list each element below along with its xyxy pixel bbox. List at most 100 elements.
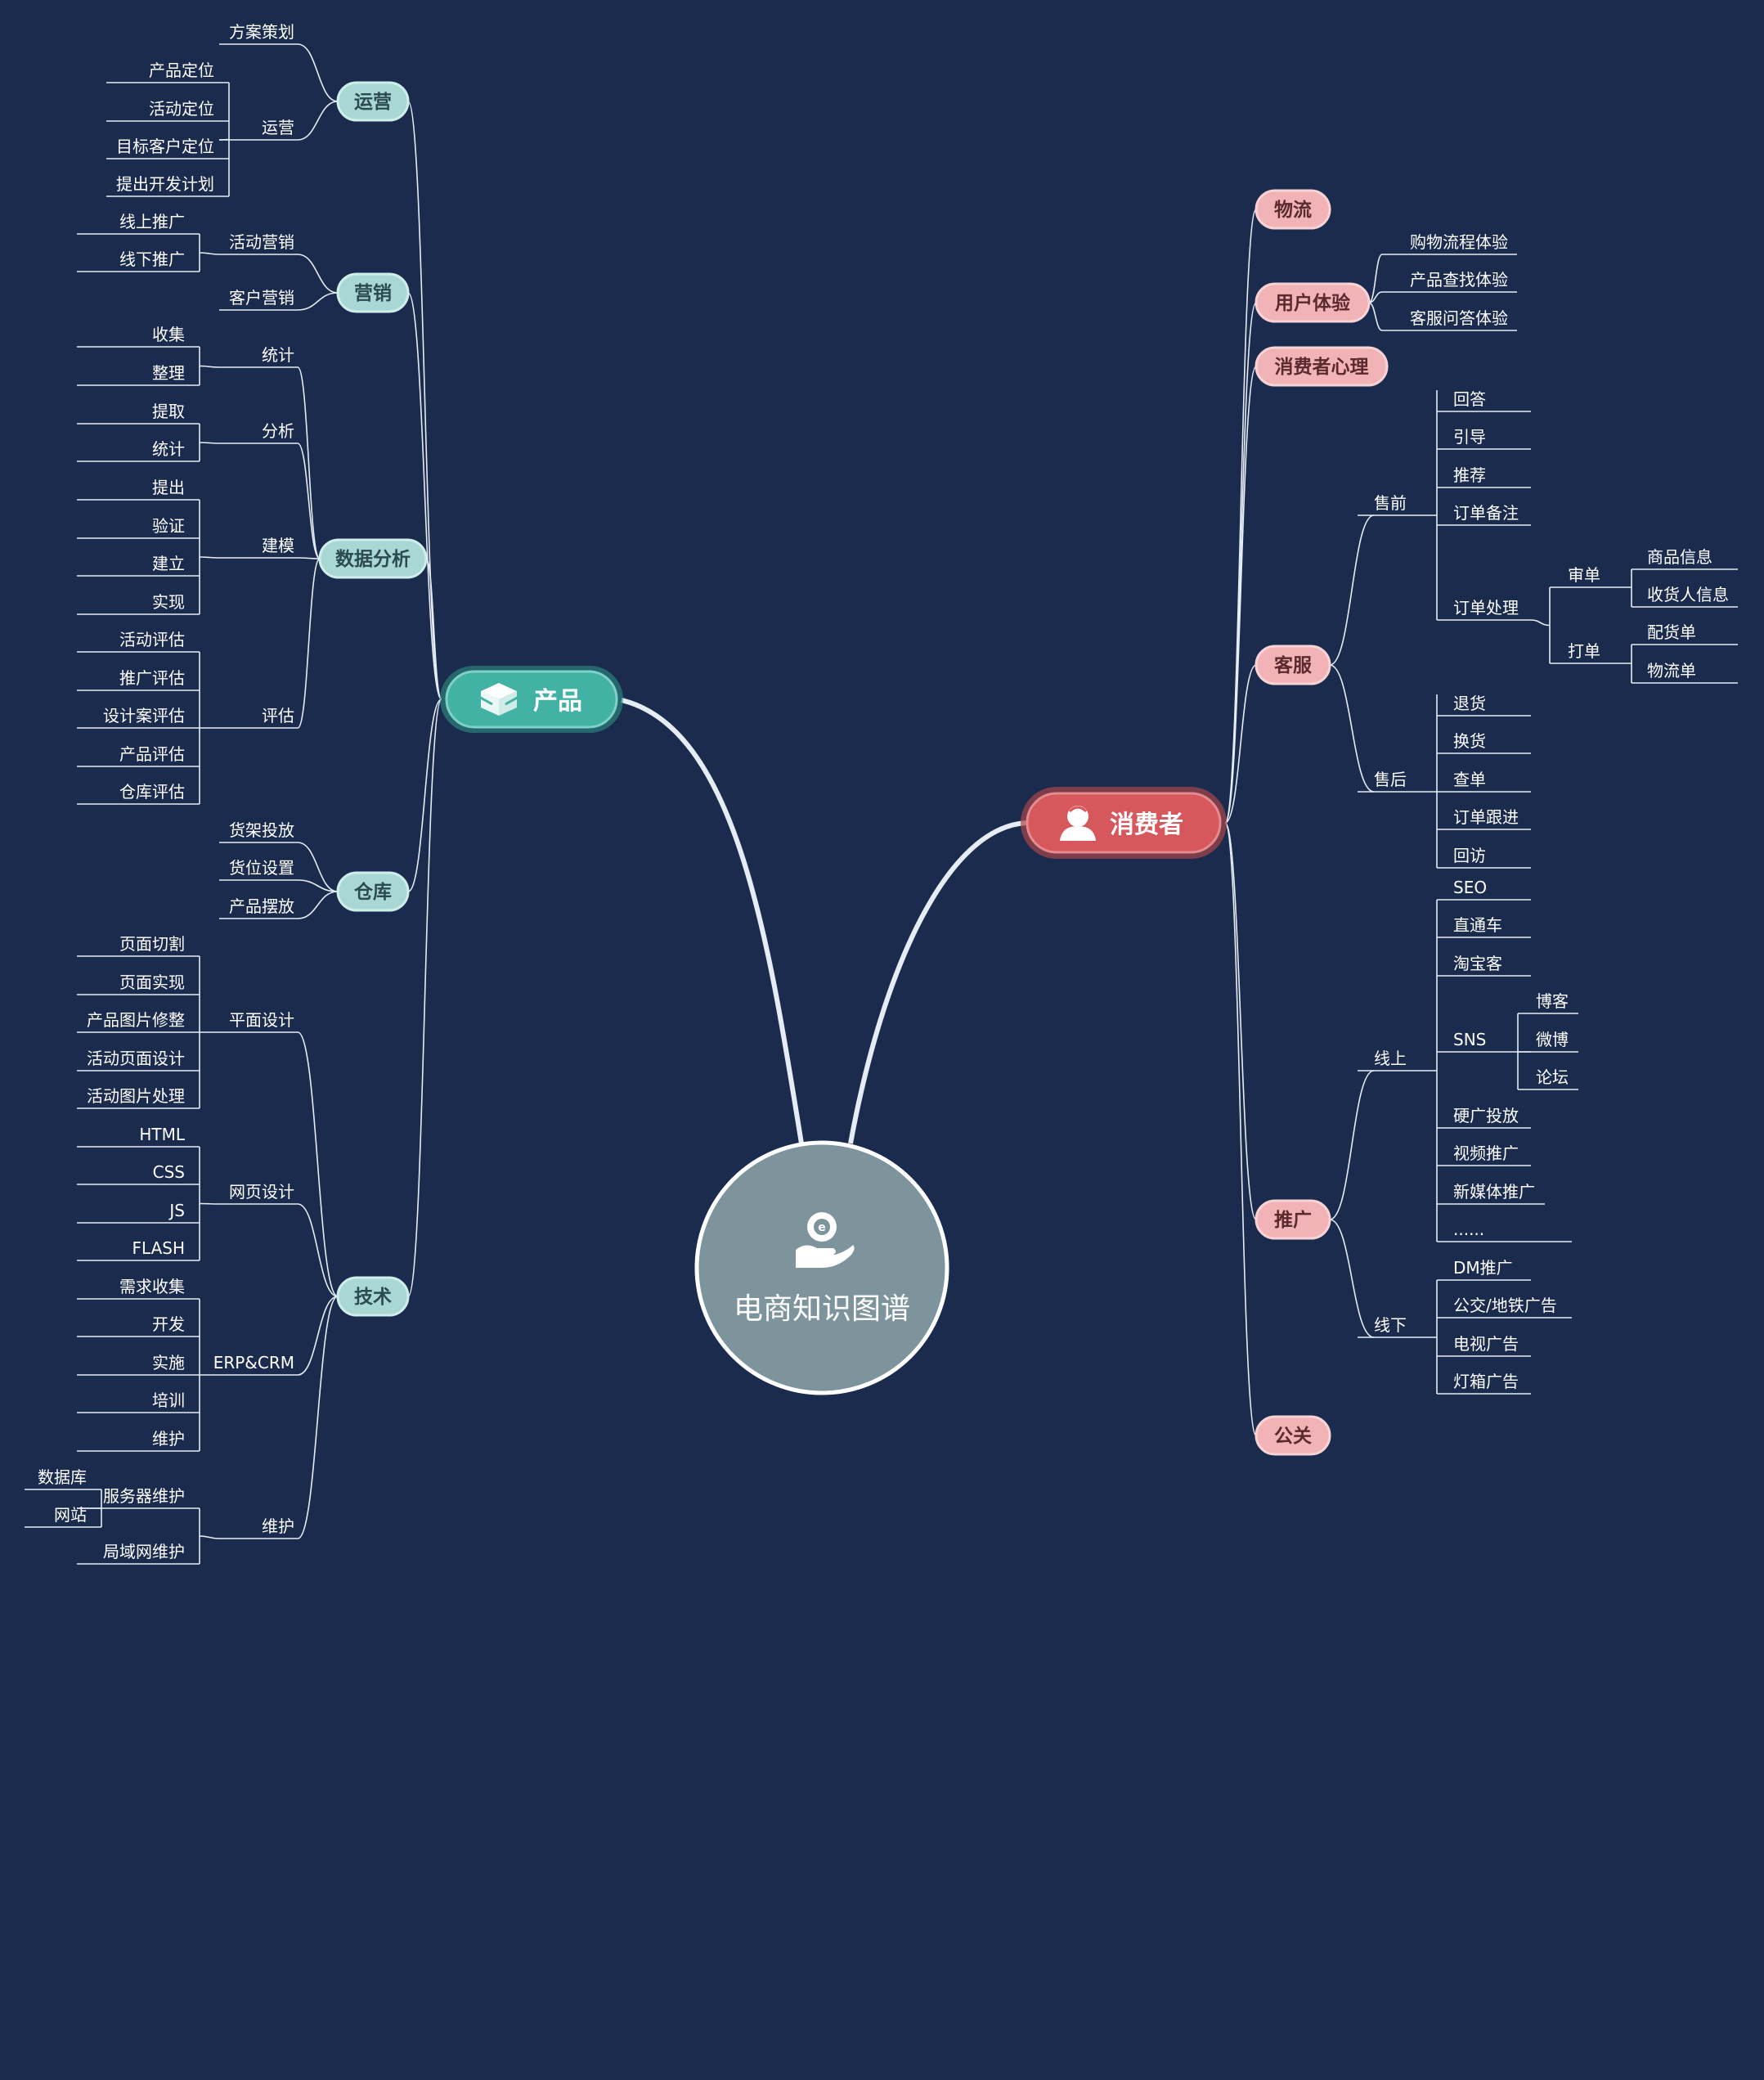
consumer-child-label[interactable]: 订单备注 — [1453, 503, 1519, 523]
product-child-label[interactable]: 推广评估 — [119, 668, 185, 688]
consumer-child-label[interactable]: 新媒体推广 — [1453, 1182, 1535, 1202]
product-child-label[interactable]: 需求收集 — [119, 1277, 185, 1296]
branch-yingxiao[interactable]: 营销 — [336, 272, 410, 313]
product-grandchild-label[interactable]: 网站 — [54, 1505, 87, 1525]
branch-tuiguang[interactable]: 推广 — [1255, 1199, 1331, 1240]
product-child-label[interactable]: 产品评估 — [119, 744, 185, 764]
consumer-grandchild-label[interactable]: 商品信息 — [1647, 547, 1712, 567]
branch-wuliu[interactable]: 物流 — [1255, 189, 1331, 230]
branch-yonghutiyan[interactable]: 用户体验 — [1255, 282, 1371, 323]
product-leaf-label[interactable]: 建模 — [262, 536, 294, 555]
consumer-child-label[interactable]: ...... — [1453, 1220, 1484, 1239]
consumer-grandchild-label[interactable]: 物流单 — [1647, 661, 1696, 681]
consumer-child-label[interactable]: 淘宝客 — [1453, 954, 1502, 973]
consumer-child-label[interactable]: 订单处理 — [1453, 598, 1519, 618]
product-leaf-label[interactable]: 维护 — [262, 1516, 294, 1536]
product-leaf-label[interactable]: 活动营销 — [229, 232, 294, 252]
branch-gongguan[interactable]: 公关 — [1255, 1415, 1331, 1456]
product-child-label[interactable]: 整理 — [152, 363, 185, 383]
product-child-label[interactable]: 收集 — [152, 325, 185, 344]
product-child-label[interactable]: 实现 — [152, 592, 185, 612]
product-child-label[interactable]: 设计案评估 — [103, 706, 185, 726]
consumer-child-label[interactable]: 引导 — [1453, 427, 1486, 447]
product-child-label[interactable]: 局域网维护 — [103, 1542, 185, 1561]
consumer-grandchild-label[interactable]: 配货单 — [1647, 622, 1696, 642]
consumer-child-label[interactable]: SEO — [1453, 878, 1487, 897]
product-child-label[interactable]: 建立 — [152, 554, 185, 573]
product-leaf-label[interactable]: 评估 — [262, 706, 294, 726]
consumer-leaf-label[interactable]: 线上 — [1374, 1049, 1407, 1068]
product-hub[interactable]: 产品 — [440, 666, 623, 733]
product-child-label[interactable]: CSS — [153, 1162, 185, 1182]
product-child-label[interactable]: 活动页面设计 — [87, 1049, 185, 1068]
product-leaf-label[interactable]: 货架投放 — [229, 820, 294, 840]
product-leaf-label[interactable]: 产品摆放 — [229, 896, 294, 916]
consumer-child-label[interactable]: 直通车 — [1453, 915, 1502, 935]
consumer-child-label[interactable]: 订单跟进 — [1453, 807, 1519, 827]
product-child-label[interactable]: 提出 — [152, 478, 185, 497]
product-child-label[interactable]: 活动图片处理 — [87, 1086, 185, 1106]
product-child-label[interactable]: 目标客户定位 — [116, 137, 214, 156]
consumer-child-label[interactable]: DM推广 — [1453, 1258, 1513, 1278]
product-child-label[interactable]: 活动定位 — [149, 99, 214, 119]
branch-shujufenxi[interactable]: 数据分析 — [318, 538, 428, 579]
branch-cangku[interactable]: 仓库 — [336, 871, 410, 912]
product-leaf-label[interactable]: ERP&CRM — [213, 1353, 294, 1372]
product-child-label[interactable]: JS — [168, 1201, 185, 1220]
product-grandchild-label[interactable]: 数据库 — [38, 1467, 87, 1487]
consumer-child-label[interactable]: 换货 — [1453, 731, 1486, 751]
consumer-leaf-label[interactable]: 售前 — [1374, 493, 1407, 513]
consumer-child-label[interactable]: 灯箱广告 — [1453, 1372, 1519, 1391]
consumer-child-label[interactable]: 回答 — [1453, 389, 1486, 409]
consumer-child-label[interactable]: 查单 — [1453, 770, 1486, 789]
consumer-leaf-label[interactable]: 客服问答体验 — [1410, 308, 1508, 328]
product-child-label[interactable]: 线下推广 — [119, 249, 185, 269]
product-child-label[interactable]: 仓库评估 — [119, 782, 185, 802]
consumer-leaf-label[interactable]: 产品查找体验 — [1410, 270, 1508, 290]
product-leaf-label[interactable]: 统计 — [262, 345, 294, 365]
product-leaf-label[interactable]: 客户营销 — [229, 288, 294, 308]
product-child-label[interactable]: 验证 — [152, 516, 185, 536]
product-child-label[interactable]: 产品图片修整 — [87, 1010, 185, 1030]
product-child-label[interactable]: 活动评估 — [119, 630, 185, 649]
product-child-label[interactable]: 提取 — [152, 402, 185, 421]
consumer-child-label[interactable]: 公交/地铁广告 — [1453, 1296, 1557, 1315]
consumer-grandchild-label[interactable]: 博客 — [1536, 991, 1569, 1011]
product-child-label[interactable]: 实施 — [152, 1353, 185, 1372]
product-leaf-label[interactable]: 平面设计 — [229, 1010, 294, 1030]
consumer-grandchild-label[interactable]: 收货人信息 — [1647, 585, 1729, 604]
branch-jishu[interactable]: 技术 — [336, 1276, 410, 1317]
product-child-label[interactable]: 培训 — [152, 1390, 185, 1410]
consumer-leaf-label[interactable]: 线下 — [1374, 1315, 1407, 1335]
consumer-child-label[interactable]: 电视广告 — [1453, 1334, 1519, 1354]
product-leaf-label[interactable]: 运营 — [262, 118, 294, 137]
product-child-label[interactable]: 开发 — [152, 1314, 185, 1334]
consumer-child-label[interactable]: 回访 — [1453, 846, 1486, 865]
product-child-label[interactable]: 提出开发计划 — [116, 174, 214, 194]
consumer-child-label[interactable]: 审单 — [1568, 565, 1600, 585]
product-child-label[interactable]: FLASH — [132, 1238, 185, 1258]
branch-yunying[interactable]: 运营 — [336, 81, 410, 122]
consumer-grandchild-label[interactable]: 论坛 — [1536, 1067, 1569, 1087]
product-leaf-label[interactable]: 网页设计 — [229, 1182, 294, 1202]
consumer-child-label[interactable]: 打单 — [1568, 641, 1600, 661]
consumer-child-label[interactable]: 硬广投放 — [1453, 1106, 1519, 1125]
product-child-label[interactable]: HTML — [139, 1125, 186, 1144]
consumer-child-label[interactable]: 推荐 — [1453, 465, 1486, 485]
consumer-child-label[interactable]: 视频推广 — [1453, 1143, 1519, 1163]
consumer-child-label[interactable]: SNS — [1453, 1030, 1486, 1049]
branch-kefu[interactable]: 客服 — [1255, 645, 1331, 685]
product-child-label[interactable]: 服务器维护 — [103, 1486, 185, 1506]
product-child-label[interactable]: 产品定位 — [149, 61, 214, 80]
consumer-child-label[interactable]: 退货 — [1453, 694, 1486, 713]
product-leaf-label[interactable]: 货位设置 — [229, 858, 294, 878]
center-node[interactable]: e 电商知识图谱 — [694, 1140, 949, 1395]
branch-xiaofeizhexinli[interactable]: 消费者心理 — [1255, 346, 1389, 387]
consumer-leaf-label[interactable]: 售后 — [1374, 770, 1407, 789]
product-child-label[interactable]: 维护 — [152, 1429, 185, 1449]
product-leaf-label[interactable]: 方案策划 — [229, 22, 294, 42]
consumer-grandchild-label[interactable]: 微博 — [1536, 1030, 1569, 1049]
product-child-label[interactable]: 页面切割 — [119, 934, 185, 954]
product-child-label[interactable]: 线上推广 — [119, 212, 185, 231]
product-child-label[interactable]: 统计 — [152, 439, 185, 459]
